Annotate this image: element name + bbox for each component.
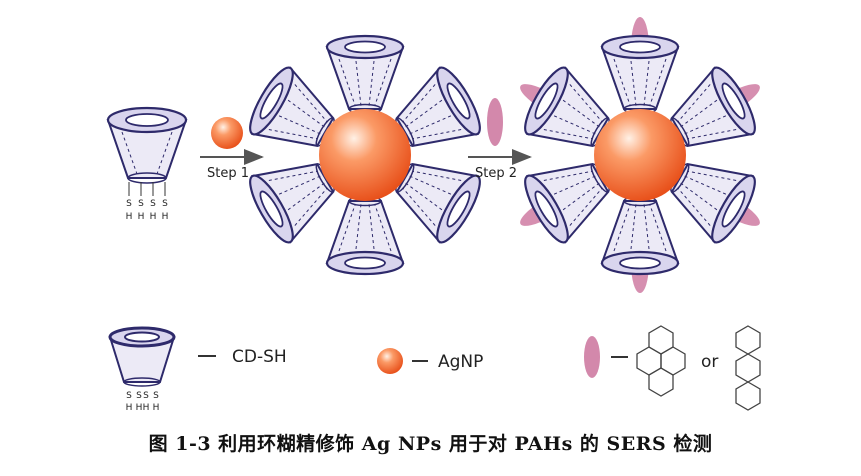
agnp-core <box>319 109 411 201</box>
thiol-s-label: S <box>162 199 168 209</box>
figure-caption: 图 1-3 利用环糊精修饰 Ag NPs 用于对 PAHs 的 SERS 检测 <box>148 433 713 455</box>
thiol-s-label: S <box>143 391 149 401</box>
agnp-core <box>594 109 686 201</box>
legend-pah-icon <box>584 336 600 378</box>
thiol-h-label: H <box>126 403 133 413</box>
cd-agnp-conjugate <box>241 34 489 276</box>
thiol-h-label: H <box>143 403 150 413</box>
legend-agnp-icon <box>377 348 403 374</box>
legend-cd-sh-label: CD-SH <box>232 347 287 367</box>
thiol-h-label: H <box>138 212 145 222</box>
pyrene-structure-icon <box>636 325 686 397</box>
thiol-h-label: H <box>126 212 133 222</box>
pah-molecule <box>487 98 503 146</box>
anthracene-structure-icon <box>735 325 761 411</box>
thiol-s-label: S <box>136 391 142 401</box>
agnp-reagent <box>211 117 243 149</box>
thiol-h-label: H <box>150 212 157 222</box>
free-cd-sh: S S S S H H H H <box>106 106 188 222</box>
step2-label: Step 2 <box>475 166 517 181</box>
legend-or-label: or <box>701 352 718 372</box>
thiol-h-label: H <box>136 403 143 413</box>
step1-label: Step 1 <box>207 166 249 181</box>
pah-captured-conjugate <box>515 17 765 293</box>
thiol-s-label: S <box>138 199 144 209</box>
legend-cd-sh-icon: S S S S H H H H <box>108 326 176 413</box>
legend-agnp-label: AgNP <box>438 352 483 372</box>
thiol-s-label: S <box>126 391 132 401</box>
thiol-h-label: H <box>153 403 160 413</box>
thiol-s-label: S <box>153 391 159 401</box>
thiol-s-label: S <box>150 199 156 209</box>
thiol-h-label: H <box>162 212 169 222</box>
thiol-s-label: S <box>126 199 132 209</box>
